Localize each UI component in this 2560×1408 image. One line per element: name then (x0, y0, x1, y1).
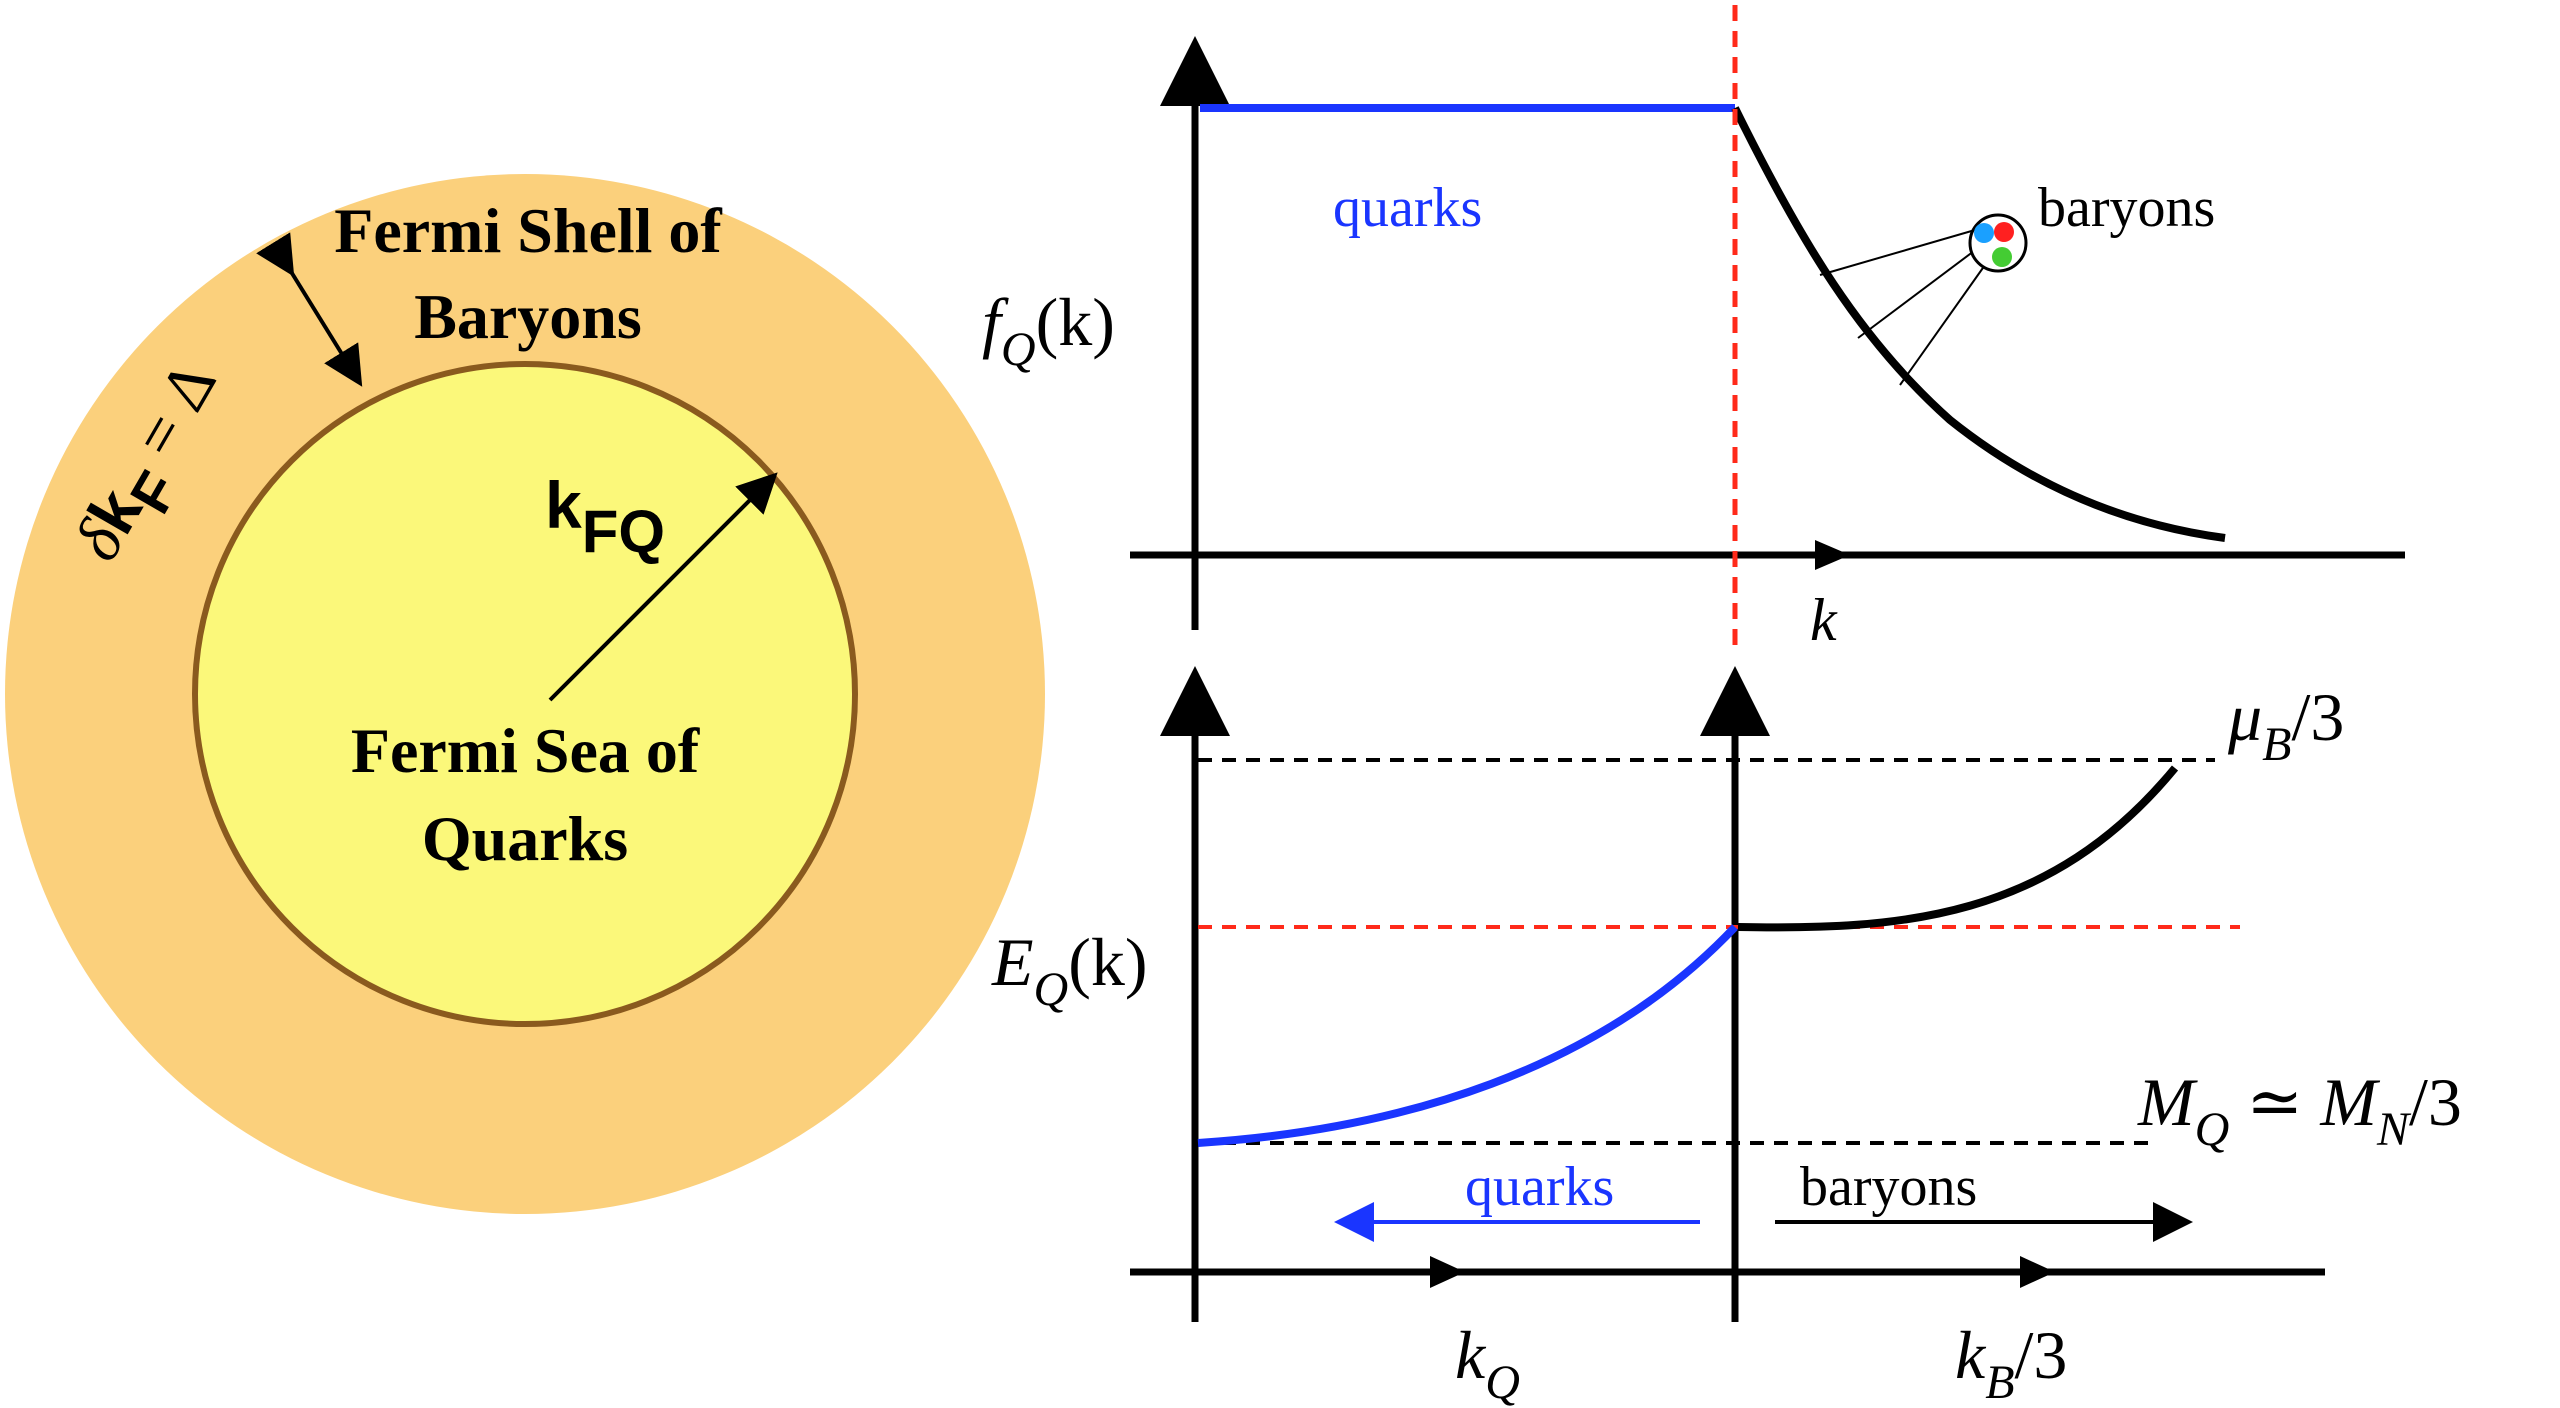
shell-width-arrow (256, 232, 363, 387)
quark-energy-curve (1197, 924, 1738, 1147)
kb-label: kB/3 (1955, 1317, 2067, 1408)
radius-label: kFQ (545, 468, 665, 565)
svg-text:Baryons: Baryons (414, 281, 642, 352)
occupation-y-label: fQ(k) (982, 284, 1115, 376)
svg-text:Fermi Sea of: Fermi Sea of (351, 715, 700, 786)
baryon-pointer-line-3 (1899, 264, 1986, 386)
energy-x-arrowhead-right (2020, 1256, 2055, 1288)
mu-label: μB/3 (2227, 679, 2344, 771)
energy-plot: quarks baryons EQ(k) μB/3 MQ ≃ MN/3 kQ k… (991, 666, 2462, 1408)
fermi-sphere-panel: Fermi Shell of Baryons Fermi Sea of Quar… (5, 174, 1045, 1214)
energy-baryons-label: baryons (1800, 1156, 1977, 1218)
occupation-x-label: k (1810, 587, 1838, 653)
baryon-occupation-curve (1731, 106, 2226, 542)
quark-dot-red (1994, 222, 2014, 242)
baryon-energy-curve (1737, 765, 2179, 932)
shell-label-line2: Baryons (414, 281, 642, 352)
energy-y-label: EQ(k) (991, 924, 1148, 1016)
shell-label-line1: Fermi Shell of (334, 195, 722, 266)
occupation-plot: quarks baryons fQ(k) k (982, 36, 2405, 653)
svg-text:k: k (1810, 587, 1838, 653)
quark-dot-blue (1974, 223, 1994, 243)
energy-x-arrowhead-left (1430, 1256, 1465, 1288)
quark-dot-green (1992, 247, 2012, 267)
svg-text:Fermi Shell of: Fermi Shell of (334, 195, 722, 266)
svg-text:Quarks: Quarks (422, 803, 628, 874)
sea-label-line1: Fermi Sea of (351, 715, 700, 786)
occupation-x-arrowhead (1815, 540, 1850, 570)
svg-text:baryons: baryons (2038, 177, 2215, 239)
fermi-sea-disk (192, 361, 858, 1027)
occupation-baryons-label: baryons (2038, 177, 2215, 239)
svg-text:quarks: quarks (1333, 177, 1482, 239)
baryon-pointer-line-1 (1819, 229, 1976, 276)
mass-label: MQ ≃ MN/3 (2137, 1064, 2462, 1156)
baryon-pointer-line-2 (1857, 247, 1979, 339)
kq-label: kQ (1455, 1317, 1520, 1408)
svg-text:quarks: quarks (1465, 1156, 1614, 1218)
sea-label-line2: Quarks (422, 803, 628, 874)
energy-quarks-label: quarks (1465, 1156, 1614, 1218)
svg-text:baryons: baryons (1800, 1156, 1977, 1218)
radius-arrow (548, 472, 778, 702)
occupation-quarks-label: quarks (1333, 177, 1482, 239)
